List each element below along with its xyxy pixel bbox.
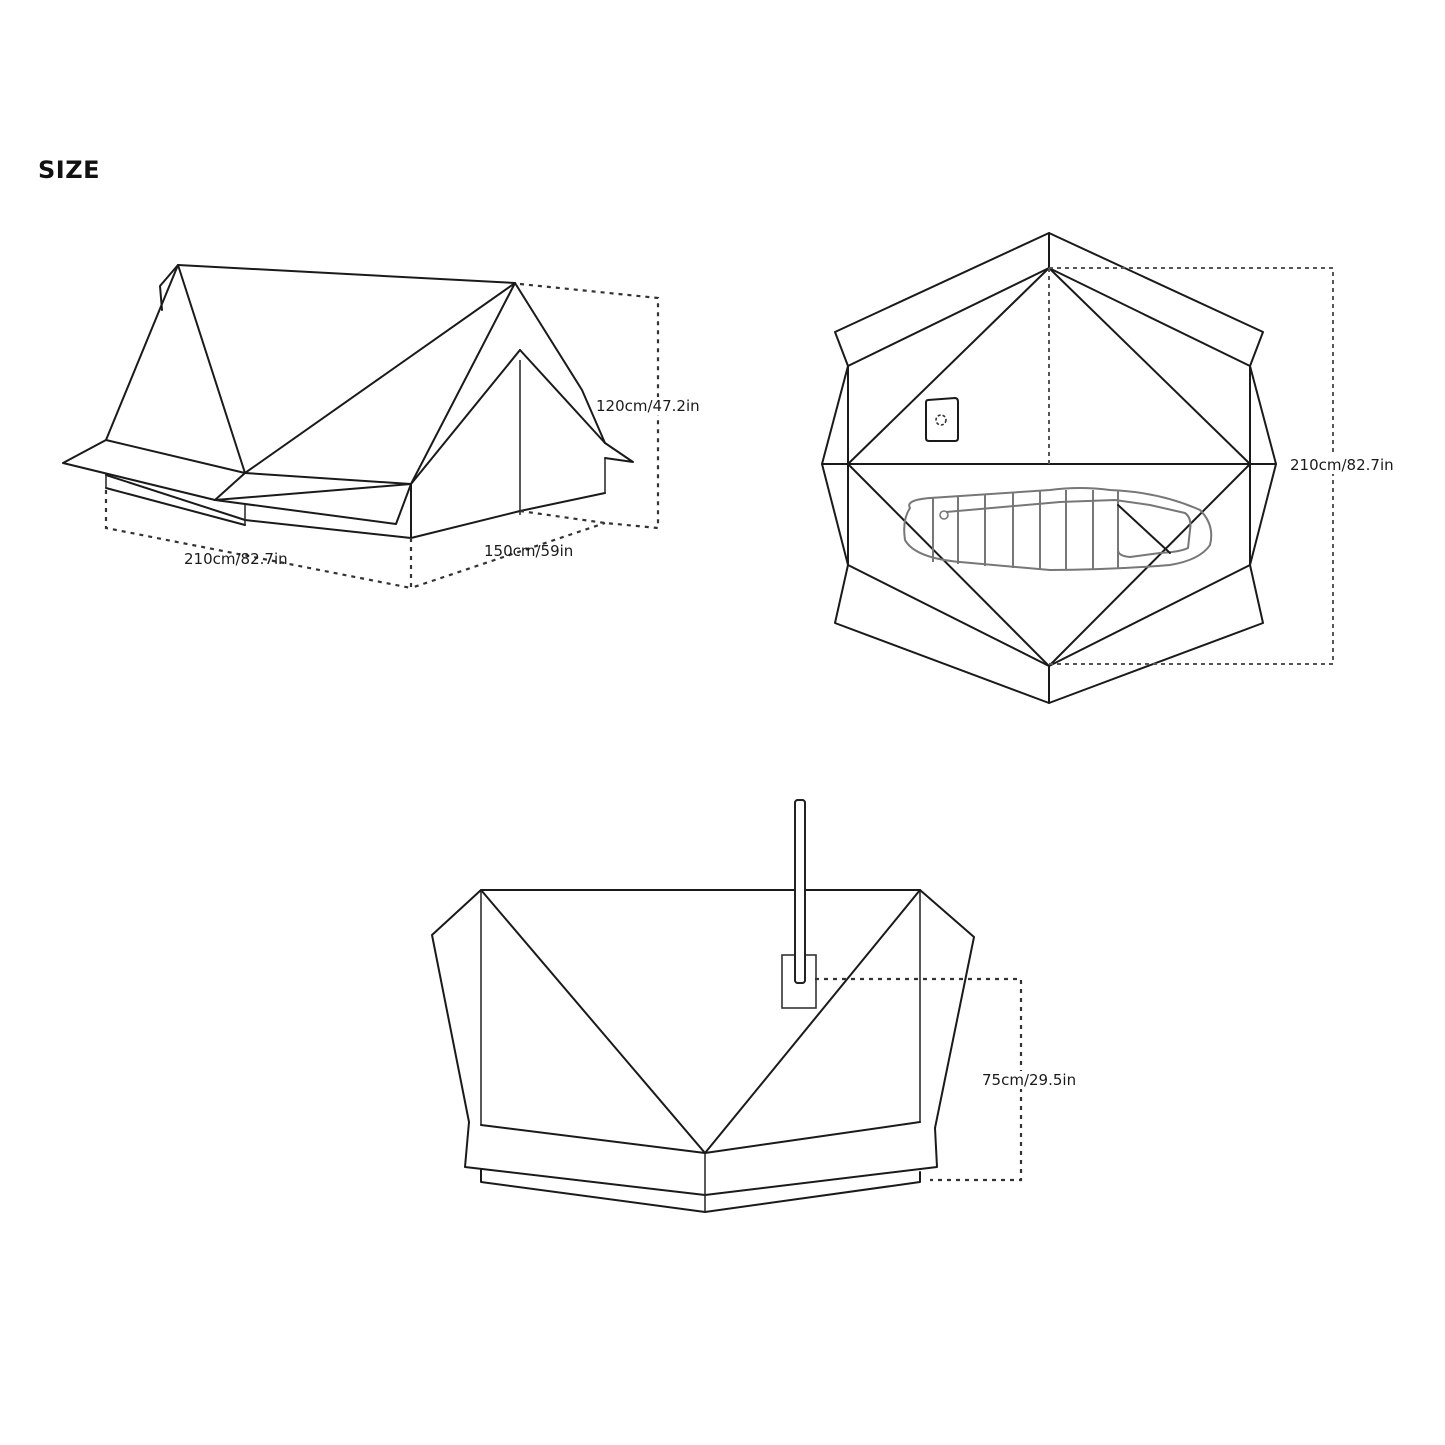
stove-icon <box>925 397 959 442</box>
page-title: SIZE <box>38 156 101 184</box>
perspective-tent-drawing <box>62 264 660 590</box>
width-dimension-label: 150cm/59in <box>484 542 574 560</box>
stove-height-label: 75cm/29.5in <box>980 1071 1079 1089</box>
length-dimension-label: 210cm/82.7in <box>184 550 288 568</box>
sleeping-bag-icon <box>903 487 1213 571</box>
height-dimension-label: 120cm/47.2in <box>594 397 702 415</box>
top-view-length-label: 210cm/82.7in <box>1288 456 1396 474</box>
front-view-tent-drawing <box>431 799 1023 1213</box>
stove-pipe-icon <box>781 799 817 1009</box>
top-view-tent-drawing <box>821 232 1334 704</box>
